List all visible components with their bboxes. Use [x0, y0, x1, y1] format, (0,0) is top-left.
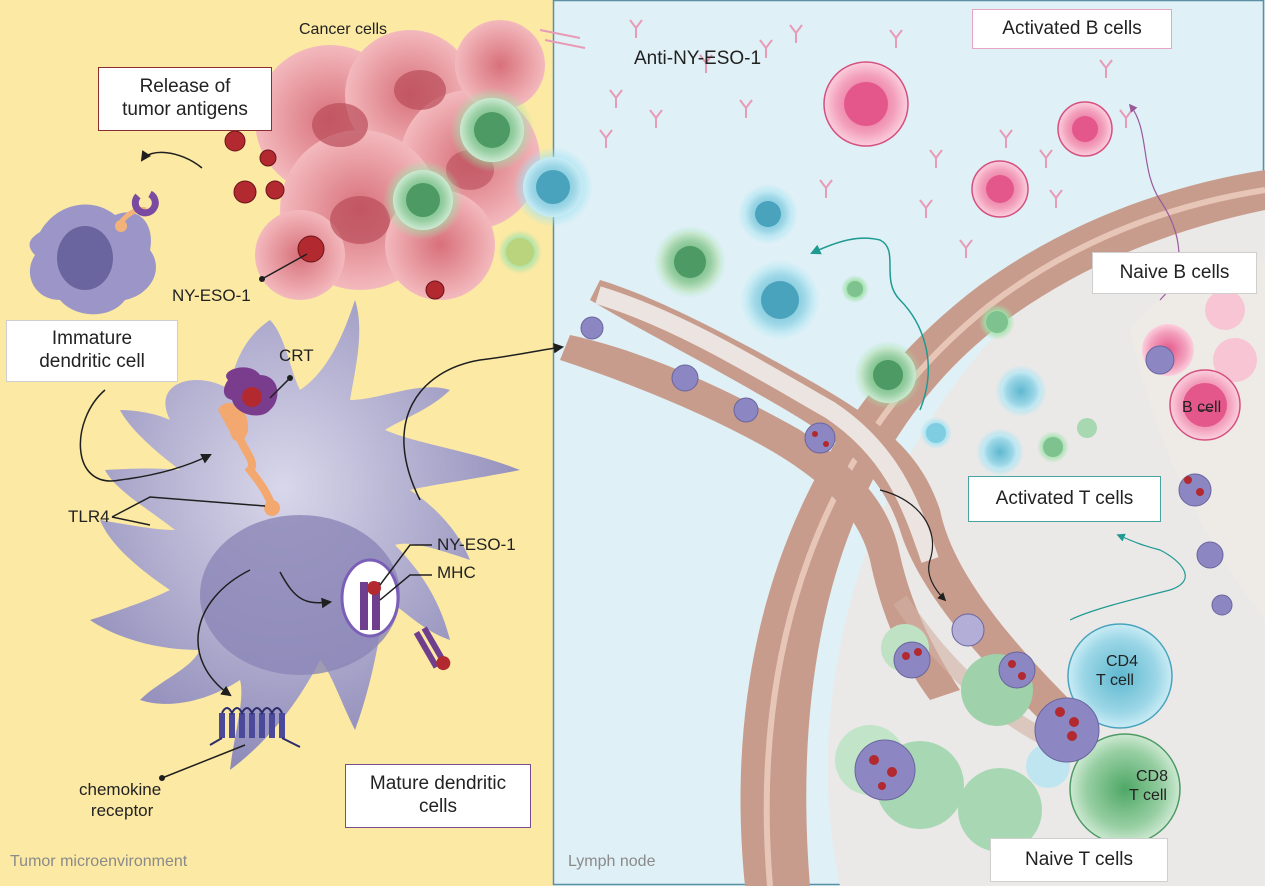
chemokine-receptor-label: chemokine receptor: [79, 779, 161, 822]
cd4-t-cell: [1067, 623, 1173, 729]
panel-label-tumor-microenvironment: Tumor microenvironment: [10, 853, 188, 870]
release-tumor-antigens-box: Release of tumor antigens: [98, 67, 272, 131]
ny-eso-1-antigens: [224, 130, 445, 300]
mature-dendritic-cell: [90, 300, 520, 770]
crt-label: CRT: [279, 346, 314, 365]
activated-t-cells: [654, 184, 1097, 476]
b-cell-label: B cell: [1182, 399, 1222, 416]
naive-b-cells-box: Naive B cells: [1092, 252, 1257, 294]
migrating-dendritic-cells: [580, 316, 1233, 616]
cd4-line1: CD4: [1106, 653, 1139, 670]
activated-t-cells-box: Activated T cells: [968, 476, 1161, 522]
immature-dendritic-cell-line2: dendritic cell: [39, 351, 145, 372]
ny-eso-1-label: NY-ESO-1: [172, 286, 251, 305]
naive-t-cells-box: Naive T cells: [990, 838, 1168, 882]
ny-eso-1-mhc-label: NY-ESO-1: [437, 535, 516, 554]
activated-b-cells: [823, 61, 1113, 218]
immature-dendritic-cell-box: Immature dendritic cell: [6, 320, 178, 382]
naive-b-cells: [1142, 290, 1257, 441]
mature-dendritic-cells-line1: Mature dendritic: [369, 773, 507, 795]
activated-b-cells-box: Activated B cells: [972, 9, 1172, 49]
immature-dendritic-cell: [29, 190, 159, 315]
mhc-label: MHC: [437, 563, 476, 582]
cd4-t-cell-label: CD4 T cell: [1092, 652, 1138, 690]
mature-dendritic-cells-box: Mature dendritic cells: [345, 764, 531, 828]
release-tumor-antigens-line1: Release of: [139, 76, 231, 98]
mature-dendritic-cells-line2: cells: [418, 796, 457, 817]
cd8-line2: T cell: [1129, 787, 1167, 805]
anti-ny-eso-1-label: Anti-NY-ESO-1: [634, 48, 762, 69]
chemokine-receptor-line1: chemokine: [79, 780, 162, 799]
cd8-t-cell-label: CD8 T cell: [1128, 767, 1168, 805]
release-tumor-antigens-line2: tumor antigens: [122, 99, 248, 120]
cd8-line1: CD8: [1136, 768, 1169, 785]
afferent-vessel: [590, 280, 1070, 720]
cancer-cells-label: Cancer cells: [299, 21, 388, 38]
tlr4-label: TLR4: [68, 507, 110, 526]
chemokine-receptor-line2: receptor: [90, 801, 154, 821]
cd4-line2: T cell: [1096, 672, 1134, 690]
panel-label-lymph-node: Lymph node: [568, 853, 656, 870]
immature-dendritic-cell-line1: Immature: [51, 328, 133, 350]
